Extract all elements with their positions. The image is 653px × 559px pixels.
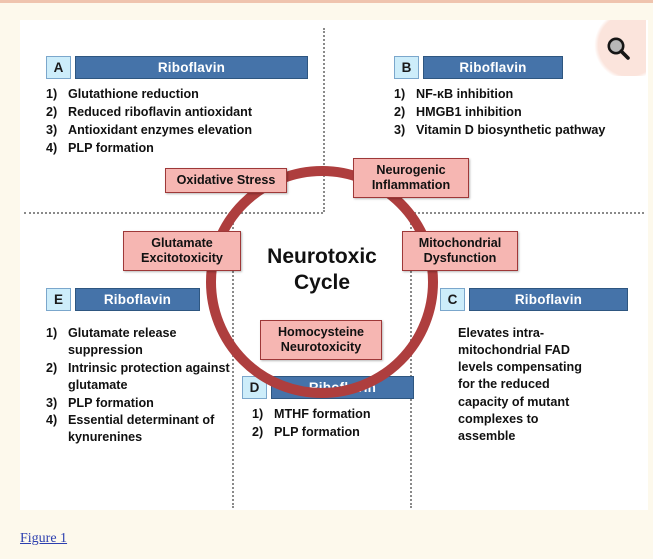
list-item-text: PLP formation <box>68 395 154 410</box>
list-item-text: PLP formation <box>68 140 154 155</box>
panel-e-title: Riboflavin <box>75 288 200 311</box>
divider-horizontal-right <box>410 212 644 214</box>
list-item: 3) Vitamin D biosynthetic pathway <box>394 122 646 139</box>
panel-a-header: A Riboflavin <box>46 56 308 79</box>
divider-vertical-bottom-right <box>410 212 412 508</box>
search-icon[interactable] <box>605 35 631 61</box>
list-item-number: 2) <box>46 104 58 119</box>
list-item: 4) PLP formation <box>46 140 308 157</box>
panel-c-letter: C <box>440 288 465 311</box>
divider-vertical-bottom-left <box>232 212 234 508</box>
divider-vertical-top-left <box>323 28 325 212</box>
node-label-line2: Neurotoxicity <box>280 340 362 355</box>
node-label-line1: Homocysteine <box>277 325 365 339</box>
node-label-line2: Excitotoxicity <box>141 251 223 266</box>
node-glutamate-excitotoxicity: Glutamate Excitotoxicity <box>123 231 241 272</box>
list-item-number: 2) <box>394 104 406 119</box>
list-item-text: PLP formation <box>274 424 360 439</box>
list-item: 1) Glutathione reduction <box>46 86 308 103</box>
node-label-line2: Dysfunction <box>423 251 497 266</box>
cycle-center-label: Neurotoxic Cycle <box>206 244 438 295</box>
node-neurogenic-inflammation: Neurogenic Inflammation <box>353 158 469 199</box>
zoom-icon-background[interactable] <box>590 20 646 76</box>
panel-c-title: Riboflavin <box>469 288 628 311</box>
list-item: 2) Reduced riboflavin antioxidant <box>46 104 308 121</box>
list-item-number: 3) <box>46 122 58 137</box>
panel-e-letter: E <box>46 288 71 311</box>
panel-a: A Riboflavin 1) Glutathione reduction 2)… <box>46 56 308 158</box>
list-item-number: 1) <box>252 407 264 421</box>
list-item-number: 3) <box>394 122 406 137</box>
cycle-ring <box>206 166 438 398</box>
node-homocysteine-neurotoxicity: Homocysteine Neurotoxicity <box>260 320 382 361</box>
panel-b-list: 1) NF-κB inhibition 2) HMGB1 inhibition … <box>394 86 646 139</box>
list-item: 3) Antioxidant enzymes elevation <box>46 122 308 139</box>
list-item-text: Vitamin D biosynthetic pathway <box>416 122 606 137</box>
list-item-text: Glutathione reduction <box>68 87 199 101</box>
list-item-number: 1) <box>46 87 58 101</box>
page-top-rule <box>0 0 653 3</box>
list-item-text: Reduced riboflavin antioxidant <box>68 104 253 119</box>
panel-a-list: 1) Glutathione reduction 2) Reduced ribo… <box>46 86 308 157</box>
list-item-text: NF-κB inhibition <box>416 87 514 101</box>
panel-e-header: E Riboflavin <box>46 288 236 311</box>
panel-e: E Riboflavin 1) Glutamate release suppre… <box>46 288 236 447</box>
node-label-line2: Inflammation <box>371 178 451 193</box>
list-item-number: 1) <box>46 326 58 340</box>
list-item: 2) HMGB1 inhibition <box>394 104 646 121</box>
panel-b-header: B Riboflavin <box>394 56 646 79</box>
panel-b: B Riboflavin 1) NF-κB inhibition 2) HMGB… <box>394 56 646 140</box>
panel-c-paragraph: Elevates intra-mitochondrial FAD levels … <box>458 326 582 443</box>
neurotoxic-cycle-diagram: Neurotoxic Cycle <box>206 166 438 398</box>
figure-caption-link[interactable]: Figure 1 <box>20 531 68 546</box>
list-item-number: 1) <box>394 87 406 101</box>
list-item: 4) Essential determinant of kynurenines <box>46 412 236 446</box>
panel-e-list: 1) Glutamate release suppression 2) Intr… <box>46 325 236 446</box>
list-item-text: HMGB1 inhibition <box>416 104 522 119</box>
panel-a-title: Riboflavin <box>75 56 308 79</box>
node-label-line1: Mitochondrial <box>418 236 502 250</box>
list-item: 2) Intrinsic protection against glutamat… <box>46 360 236 394</box>
list-item: 1) NF-κB inhibition <box>394 86 646 103</box>
node-label: Oxidative Stress <box>176 173 276 187</box>
list-item-number: 4) <box>46 413 58 428</box>
list-item-text: Intrinsic protection against glutamate <box>68 360 230 392</box>
panel-d-list: 1) MTHF formation 2) PLP formation <box>252 406 414 441</box>
figure-panel: A Riboflavin 1) Glutathione reduction 2)… <box>20 20 648 510</box>
panel-c: C Riboflavin Elevates intra-mitochondria… <box>440 288 628 445</box>
panel-b-letter: B <box>394 56 419 79</box>
list-item: 2) PLP formation <box>252 424 414 441</box>
node-mitochondrial-dysfunction: Mitochondrial Dysfunction <box>402 231 518 272</box>
node-label-line1: Glutamate <box>151 236 213 250</box>
node-label-line1: Neurogenic <box>376 163 446 177</box>
panel-b-title: Riboflavin <box>423 56 563 79</box>
list-item-text: Antioxidant enzymes elevation <box>68 122 253 137</box>
list-item-number: 2) <box>252 424 264 439</box>
list-item-text: MTHF formation <box>274 407 371 421</box>
cycle-center-line1: Neurotoxic <box>267 245 377 268</box>
cycle-center-line2: Cycle <box>293 270 351 294</box>
list-item-text: Glutamate release suppression <box>68 326 177 357</box>
list-item-number: 4) <box>46 140 58 155</box>
list-item-number: 2) <box>46 360 58 375</box>
divider-horizontal-left <box>24 212 323 214</box>
list-item: 3) PLP formation <box>46 395 236 412</box>
list-item-number: 3) <box>46 395 58 410</box>
panel-a-letter: A <box>46 56 71 79</box>
panel-c-header: C Riboflavin <box>440 288 628 311</box>
node-oxidative-stress: Oxidative Stress <box>165 168 287 194</box>
list-item: 1) Glutamate release suppression <box>46 325 236 359</box>
list-item-text: Essential determinant of kynurenines <box>68 413 215 445</box>
list-item: 1) MTHF formation <box>252 406 414 423</box>
